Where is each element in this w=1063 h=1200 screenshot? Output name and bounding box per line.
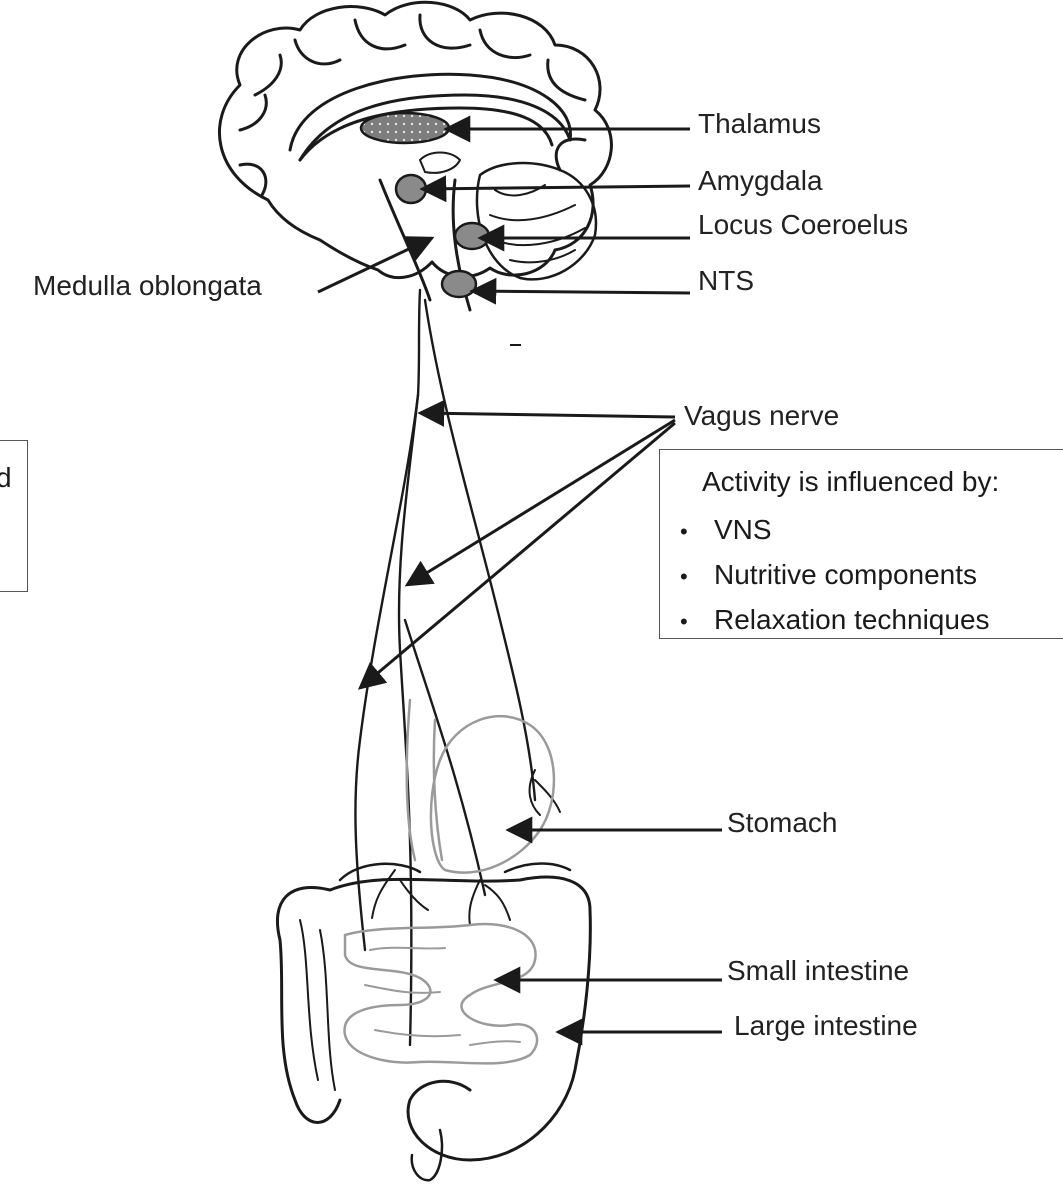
small-intestine-label: Small intestine — [727, 955, 910, 986]
locus-coeroelus-label: Locus Coeroelus — [698, 209, 909, 240]
amygdala-label: Amygdala — [698, 165, 823, 196]
list-item: • Relaxation techniques — [680, 598, 990, 643]
bullet-icon: • — [680, 519, 688, 544]
vagus-arrow-3 — [357, 421, 676, 690]
list-item-text: Nutritive components — [714, 559, 978, 590]
cropped-side-box-text: d — [0, 462, 12, 493]
stomach-label: Stomach — [727, 807, 838, 838]
cropped-side-box — [0, 440, 28, 592]
influence-info-box: Activity is influenced by: • VNS • Nutriti… — [659, 449, 1063, 639]
list-item: • Nutritive components — [680, 553, 990, 598]
list-item: • VNS — [680, 508, 990, 553]
brain-outline — [217, 0, 613, 280]
medulla-oblongata-label: Medulla oblongata — [33, 270, 262, 301]
large-intestine-label: Large intestine — [734, 1010, 918, 1041]
vagus-arrow-1 — [417, 399, 676, 427]
esophagus — [405, 698, 444, 862]
thalamus-label: Thalamus — [698, 108, 821, 139]
thalamus-shape — [359, 111, 451, 145]
nts-shape — [440, 269, 478, 299]
corpus-callosum — [288, 72, 572, 162]
label-arrows — [317, 115, 722, 1046]
nts-arrow — [469, 277, 691, 305]
digestive-tract — [275, 698, 592, 1182]
locus-shape — [453, 221, 491, 251]
small-intestine-shape — [343, 922, 539, 1065]
info-box-list: • VNS • Nutritive components • Relaxation t… — [680, 508, 990, 643]
bullet-icon: • — [680, 609, 688, 634]
amygdala-shape — [394, 173, 428, 205]
medulla-arrow — [317, 236, 435, 294]
amygdala-arrow — [419, 175, 691, 203]
brain-illustration — [217, 0, 613, 312]
vagus-nerve-paths — [354, 288, 561, 1047]
info-box-title: Activity is influenced by: — [702, 466, 1000, 497]
large-intestine-shape — [275, 875, 592, 1162]
vagus-arrow-2 — [404, 418, 676, 587]
vagus-nerve-label: Vagus nerve — [684, 400, 840, 431]
list-item-text: Relaxation techniques — [714, 604, 990, 635]
list-item-text: VNS — [714, 514, 772, 545]
nts-label: NTS — [698, 265, 754, 296]
bullet-icon: • — [680, 564, 688, 589]
